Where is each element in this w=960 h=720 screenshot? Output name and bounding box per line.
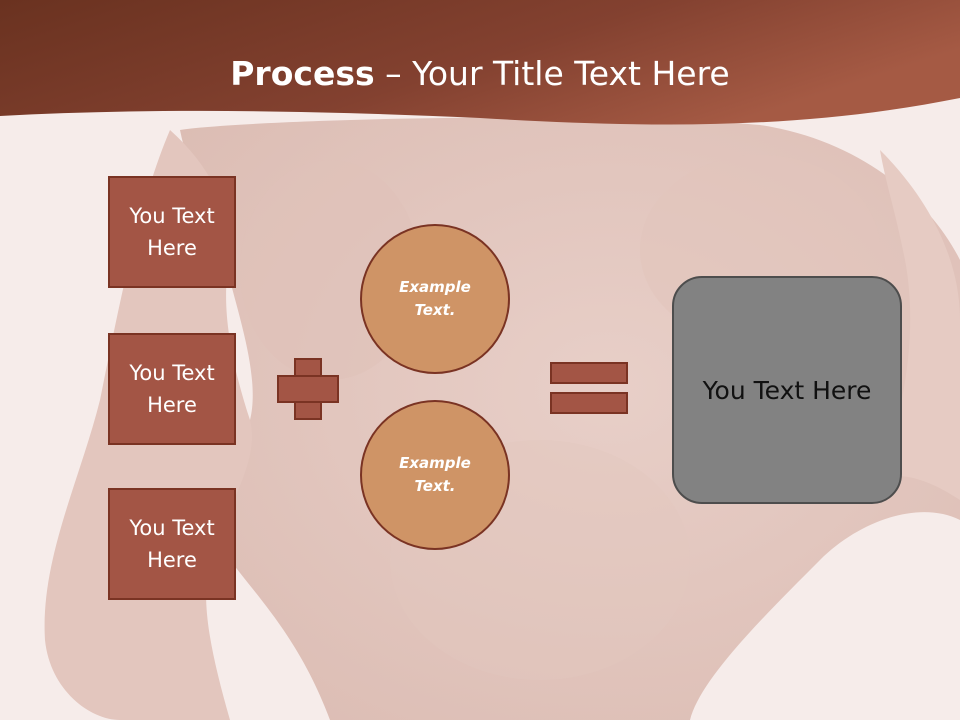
text-box-2: You Text Here [108, 333, 236, 445]
title-bold-part: Process [230, 54, 375, 93]
equals-icon-bottom-bar [550, 392, 628, 414]
page-title: Process – Your Title Text Here [0, 52, 960, 96]
example-circle-2: Example Text. [360, 400, 510, 550]
example-circle-1-label: Example Text. [399, 278, 471, 319]
text-box-1: You Text Here [108, 176, 236, 288]
example-circle-2-label: Example Text. [399, 454, 471, 495]
text-box-1-label: You Text Here [129, 204, 215, 260]
text-box-2-label: You Text Here [129, 361, 215, 417]
plus-icon-center [296, 377, 320, 401]
text-box-3: You Text Here [108, 488, 236, 600]
result-box-label: You Text Here [702, 375, 872, 405]
title-rest-part: – Your Title Text Here [374, 54, 730, 93]
result-box: You Text Here [672, 276, 902, 504]
header-band [0, 0, 960, 125]
example-circle-1: Example Text. [360, 224, 510, 374]
text-box-3-label: You Text Here [129, 516, 215, 572]
equals-icon-top-bar [550, 362, 628, 384]
